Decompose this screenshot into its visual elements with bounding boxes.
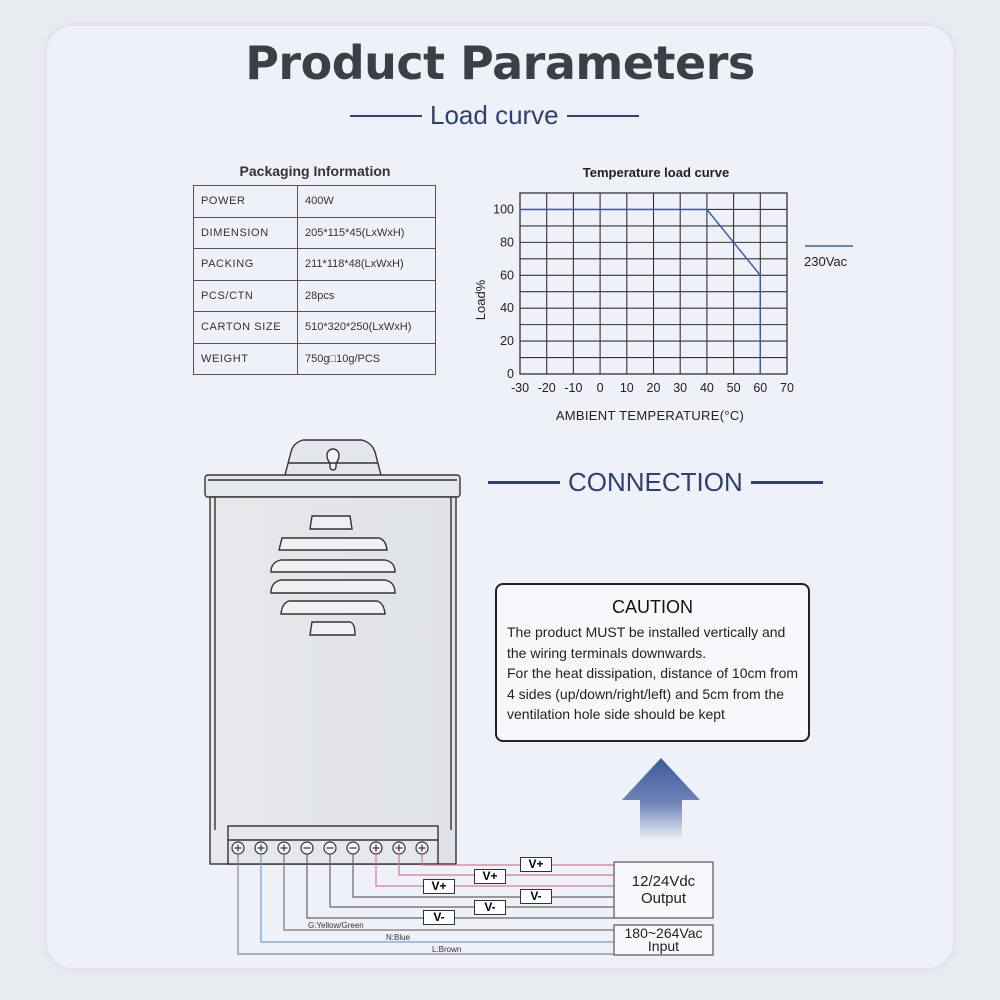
v-minus-tag: V-: [474, 900, 506, 915]
y-tick-label: 20: [500, 334, 514, 348]
neutral-wire-label: N:Blue: [386, 933, 411, 942]
caution-line: For the heat dissipation, distance of 10…: [507, 665, 799, 681]
caution-line: The product MUST be installed vertically…: [507, 624, 786, 640]
x-tick-label: 10: [620, 381, 634, 395]
input-label: 180~264Vac Input: [614, 925, 713, 954]
x-tick-label: 60: [753, 381, 767, 395]
content-card: [47, 26, 953, 968]
y-axis-label: Load%: [473, 279, 488, 320]
vent: [270, 559, 396, 573]
live-wire-label: L:Brown: [432, 945, 462, 954]
x-tick-label: -20: [538, 381, 556, 395]
v-minus-tag: V-: [423, 910, 455, 925]
v-minus-tag: V-: [520, 889, 552, 904]
x-tick-label: -10: [564, 381, 582, 395]
caution-line: the wiring terminals downwards.: [507, 644, 707, 661]
packaging-value: 510*320*250(LxWxH): [297, 311, 436, 344]
caution-heading: CAUTION: [612, 597, 693, 617]
wire: [260, 854, 614, 943]
input-text: Input: [647, 938, 680, 954]
wire: [237, 854, 614, 955]
packaging-label: WEIGHT: [193, 342, 298, 375]
ground-wire-label: G:Yellow/Green: [308, 921, 364, 930]
v-plus-tag: V+: [423, 879, 455, 894]
packaging-label: PACKING: [193, 248, 298, 281]
housing-lid: [204, 474, 461, 498]
output-box: [613, 861, 714, 919]
y-tick-label: 100: [493, 202, 514, 216]
packaging-title: Packaging Information: [239, 163, 391, 179]
vent: [278, 537, 388, 551]
packaging-label: DIMENSION: [193, 216, 298, 249]
wire: [329, 854, 614, 908]
up-arrow-icon: [622, 758, 700, 840]
packaging-value: 211*118*48(LxWxH): [297, 248, 436, 281]
v-plus-tag: V+: [474, 869, 506, 884]
connection-heading-text: CONNECTION: [568, 467, 743, 497]
v-plus-tag: V+: [520, 857, 552, 872]
wire: [375, 854, 614, 887]
x-tick-label: 40: [700, 381, 714, 395]
output-text: Output: [640, 890, 687, 907]
y-tick-label: 0: [507, 367, 514, 381]
chart-title: Temperature load curve: [582, 165, 730, 180]
legend-label: 230Vac: [804, 254, 848, 269]
caution-line: 4 sides (up/down/right/left) and 5cm fro…: [507, 685, 785, 702]
x-tick-label: 20: [647, 381, 661, 395]
output-label: 12/24Vdc Output: [614, 873, 713, 907]
wire: [283, 854, 614, 931]
housing-body: [209, 496, 457, 865]
caution-line: ventilation hole side should be kept: [507, 706, 725, 722]
vent: [270, 579, 396, 594]
vent: [280, 600, 386, 615]
wire: [398, 854, 614, 876]
load-curve-chart: -30 -20 -10 0 10 20 30 40 50 60 70 0 20 40 60 80 100AMBI…: [473, 192, 853, 423]
connection-heading: CONNECTION: [488, 467, 823, 498]
x-axis-label: AMBIENT TEMPERATURE(°C): [556, 408, 744, 423]
load-curve-heading: Load curve: [350, 100, 639, 131]
x-tick-label: 70: [780, 381, 794, 395]
vent: [309, 515, 353, 530]
series-line: [520, 208, 762, 374]
packaging-value: 750g□10g/PCS: [297, 342, 436, 375]
x-tick-label: 50: [727, 381, 741, 395]
y-tick-label: 40: [500, 301, 514, 315]
vent: [309, 621, 356, 636]
output-voltage: 12/24Vdc: [631, 873, 696, 890]
y-tick-label: 60: [500, 268, 514, 282]
x-tick-label: -30: [511, 381, 529, 395]
x-tick-label: 0: [597, 381, 604, 395]
caution-text: The product MUST be installed vertically…: [497, 622, 808, 725]
caution-box: CAUTION The product MUST be installed ve…: [495, 583, 810, 742]
y-tick-label: 80: [500, 235, 514, 249]
x-tick-label: 30: [673, 381, 687, 395]
input-voltage: 180~264Vac: [624, 925, 703, 941]
wire: [306, 854, 614, 919]
packaging-label: POWER: [193, 185, 298, 218]
load-curve-heading-text: Load curve: [430, 100, 559, 130]
page-title: Product Parameters: [245, 36, 755, 90]
input-box: [613, 924, 714, 956]
